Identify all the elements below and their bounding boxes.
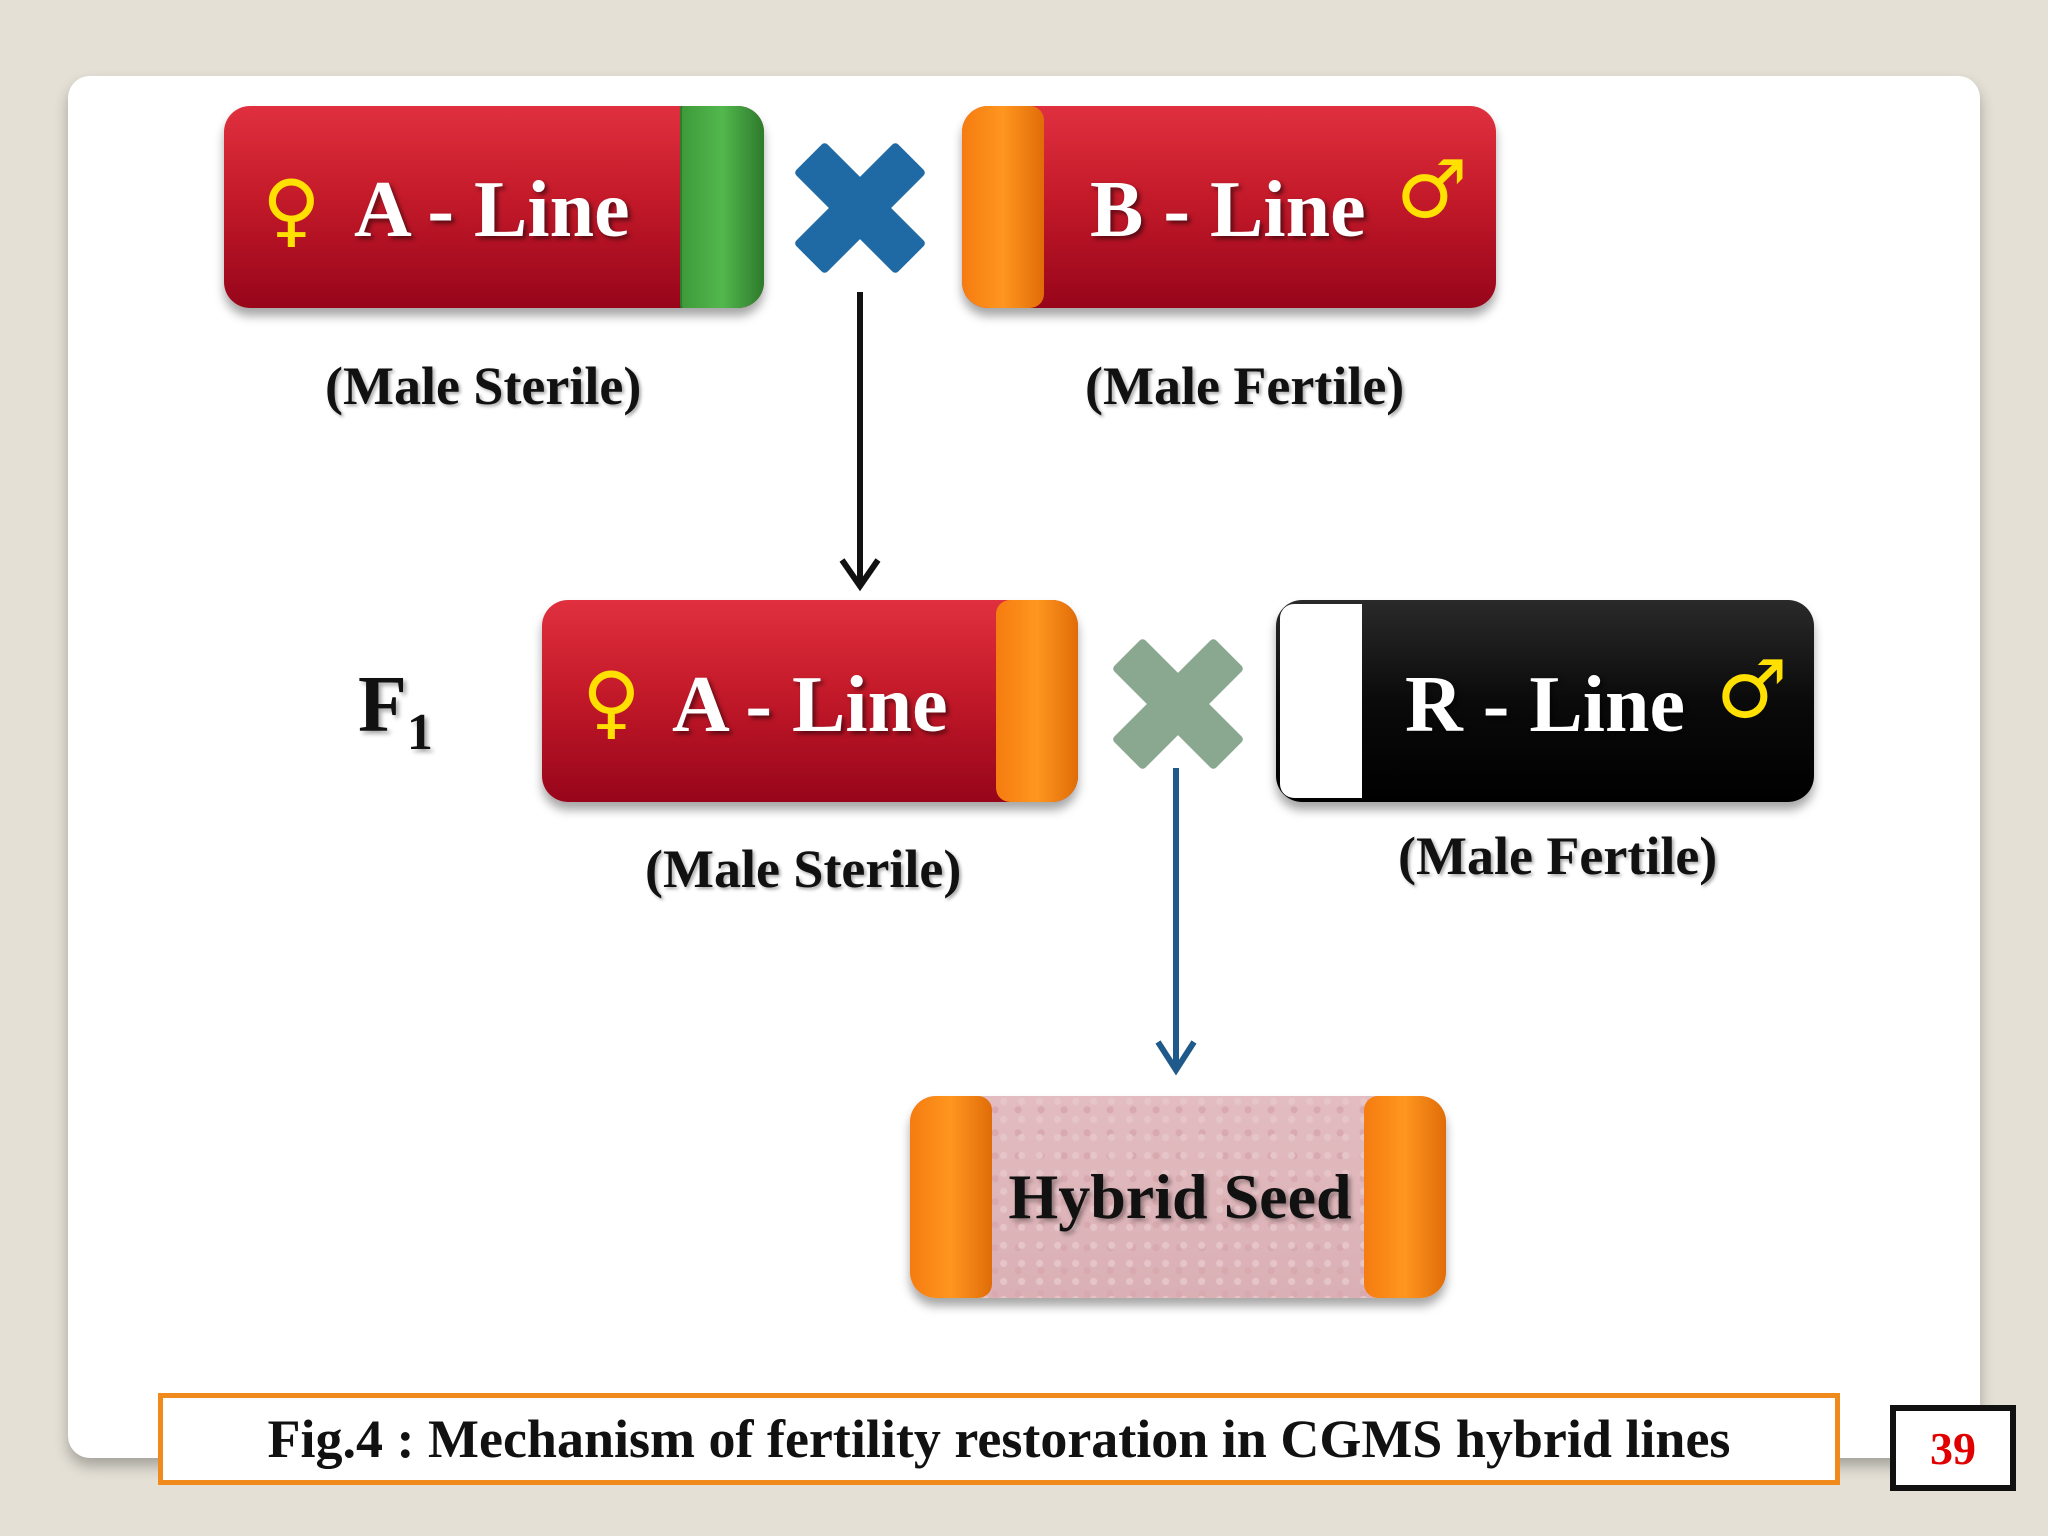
hybrid-seed-label: Hybrid Seed xyxy=(1008,1161,1352,1232)
cross-icon xyxy=(795,143,925,273)
hybrid-seed-box xyxy=(910,1096,1446,1298)
r-line-box xyxy=(1276,600,1814,802)
a-line-label-f1: A - Line xyxy=(672,661,948,749)
b-line-caption: (Male Fertile) xyxy=(1085,356,1405,416)
white-cytoplasm-tab xyxy=(1280,604,1362,798)
orange-cytoplasm-tab xyxy=(962,106,1044,308)
arrow-down-icon xyxy=(839,292,881,592)
orange-cytoplasm-tab xyxy=(996,600,1078,802)
r-line-caption: (Male Fertile) xyxy=(1398,826,1718,886)
a-line-caption-top: (Male Sterile) xyxy=(325,356,642,416)
figure-caption: Fig.4 : Mechanism of fertility restorati… xyxy=(267,1409,1731,1469)
orange-cytoplasm-tab-left xyxy=(910,1096,992,1298)
green-cytoplasm-tab xyxy=(680,106,764,308)
r-line-label: R - Line xyxy=(1405,661,1685,749)
page-number: 39 xyxy=(1930,1422,1976,1474)
figure-caption-box: Fig.4 : Mechanism of fertility restorati… xyxy=(158,1393,1840,1485)
page-number-box: 39 xyxy=(1890,1405,2016,1491)
male-symbol-icon: ♂ xyxy=(1396,143,1468,236)
male-symbol-icon: ♂ xyxy=(1716,643,1788,736)
a-line-label-top: A - Line xyxy=(354,166,630,254)
arrow-down-icon xyxy=(1155,768,1197,1076)
female-symbol-icon: ♀ xyxy=(262,163,321,256)
a-line-box-f1 xyxy=(542,600,1078,802)
a-line-caption-f1: (Male Sterile) xyxy=(645,839,962,899)
b-line-box xyxy=(962,106,1496,308)
a-line-box-top xyxy=(224,106,764,308)
orange-cytoplasm-tab-right xyxy=(1364,1096,1446,1298)
female-symbol-icon: ♀ xyxy=(582,655,641,748)
cross-icon xyxy=(1113,639,1243,769)
f1-generation-label: F1 xyxy=(358,661,433,761)
b-line-label: B - Line xyxy=(1090,166,1366,254)
